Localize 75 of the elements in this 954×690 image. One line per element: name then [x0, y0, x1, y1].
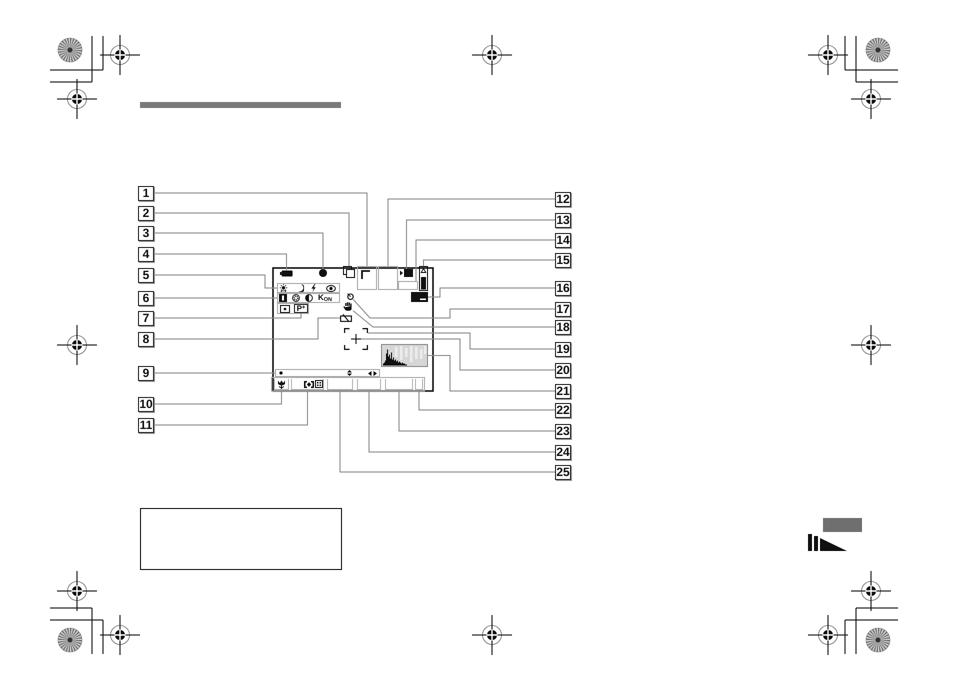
- indicator-text: K$_{ON}$: [318, 294, 332, 302]
- leader-line: [423, 260, 556, 266]
- timer-icon: [346, 292, 354, 300]
- callout-number: 4: [138, 246, 154, 262]
- leader-line: [398, 390, 556, 432]
- status-row: [275, 369, 380, 377]
- leader-line: [154, 212, 350, 266]
- slashed-frame-icon: [340, 314, 352, 322]
- leader-line: [154, 312, 302, 318]
- callout-number: 8: [138, 332, 154, 346]
- indicator-segment: [385, 379, 413, 390]
- callout-number: 16: [555, 280, 571, 296]
- callout-number: 2: [138, 206, 154, 220]
- focus-frame: [344, 328, 368, 350]
- callout-number: 13: [555, 212, 571, 228]
- indicator-segment: [415, 379, 423, 390]
- callout-number: 7: [138, 310, 154, 326]
- leader-line: [352, 310, 556, 328]
- callout-number: 9: [138, 366, 154, 380]
- callout-number: 1: [138, 186, 154, 200]
- callout-number: 15: [555, 252, 571, 268]
- callout-number: 21: [555, 384, 571, 398]
- callout-number: 25: [555, 464, 571, 480]
- empty-note-box: [140, 508, 342, 570]
- callout-number: 18: [555, 320, 571, 334]
- indicator-row: [277, 283, 340, 293]
- leader-line: [340, 390, 556, 472]
- mode-label: P$^{+}$: [294, 304, 308, 313]
- indicator-segment: [398, 281, 418, 290]
- level-bar: [419, 266, 428, 291]
- callout-number: 19: [555, 342, 571, 356]
- leader-line: [406, 220, 556, 270]
- leader-line: [418, 390, 556, 410]
- hand-icon: [343, 302, 353, 311]
- dot-icon: [319, 269, 327, 277]
- leader-line: [154, 254, 287, 270]
- stacked-frames-icon: [343, 266, 355, 278]
- dash-block-icon: [411, 292, 428, 302]
- callout-number: 23: [555, 424, 571, 438]
- callout-number: 17: [555, 302, 571, 316]
- crosshair-icon: [351, 334, 361, 344]
- callout-number: 11: [138, 418, 154, 432]
- leader-line: [416, 240, 556, 282]
- indicator-segment: [327, 379, 353, 390]
- leader-line: [154, 390, 308, 426]
- histogram-drawing: [381, 344, 428, 367]
- pointer-block-icon: [400, 269, 413, 277]
- leader-line: [428, 355, 556, 392]
- leader-line: [428, 288, 556, 298]
- leader-line: [368, 332, 556, 350]
- callout-number: 5: [138, 268, 154, 282]
- leader-line: [360, 338, 556, 370]
- leader-line: [154, 274, 278, 288]
- indicator-segment: [357, 266, 377, 290]
- leader-line: [154, 390, 282, 404]
- leader-line: [154, 232, 324, 270]
- indicator-segment: [357, 379, 381, 390]
- callout-number: 20: [555, 362, 571, 378]
- leader-line: [368, 390, 556, 452]
- indicator-row: [277, 293, 340, 303]
- leader-line: [154, 318, 340, 340]
- battery-icon: [280, 270, 293, 277]
- leader-line: [154, 372, 276, 374]
- callout-number: 14: [555, 232, 571, 248]
- callout-number: 24: [555, 444, 571, 460]
- leader-line: [388, 198, 556, 266]
- callout-number: 22: [555, 402, 571, 418]
- leader-line: [154, 192, 368, 266]
- callout-number: 10: [138, 396, 154, 412]
- callout-number: 12: [555, 192, 571, 206]
- callout-number: 6: [138, 290, 154, 306]
- callout-number: 3: [138, 226, 154, 240]
- leader-line: [352, 299, 556, 318]
- indicator-segment: [291, 379, 324, 390]
- indicator-segment: [378, 266, 398, 290]
